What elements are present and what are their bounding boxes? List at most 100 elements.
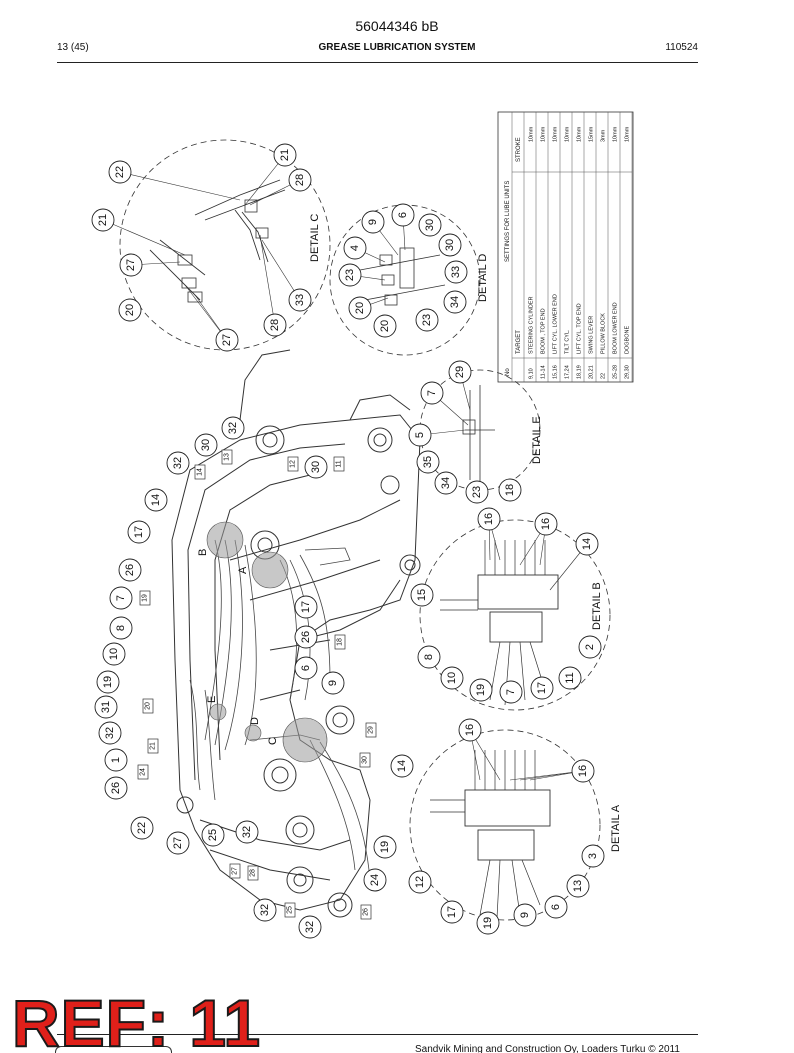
callout-circle (465, 480, 489, 504)
table-cell-stroke: 10mm (577, 126, 583, 142)
callout-detail-a: 17 (440, 900, 464, 924)
leader-line (102, 219, 186, 256)
callout-circle (288, 168, 312, 192)
callout-circle (440, 900, 464, 924)
callout-circle (104, 776, 128, 800)
callout-main: 32 (166, 451, 190, 475)
callout-number: 7 (115, 595, 127, 601)
detail-e-caption: DETAIL E (531, 416, 543, 464)
table-col-stroke: STROKE (516, 137, 522, 162)
number-tag: 12 (287, 456, 299, 472)
callout-main: 32 (298, 915, 322, 939)
callout-number: 17 (446, 906, 458, 918)
callout-circle (273, 143, 297, 167)
table-cell-target: STEERING CYLINDER (529, 297, 535, 354)
callout-circle (166, 831, 190, 855)
table-cell-no: 17,24 (565, 365, 571, 379)
table-col-no: No (505, 368, 511, 376)
callout-detail-d: 23 (338, 263, 362, 287)
callout-circle (391, 203, 415, 227)
callout-detail-c: 33 (288, 288, 312, 312)
callout-circle (288, 288, 312, 312)
callout-number: 32 (241, 826, 253, 838)
number-tag: 13 (221, 449, 233, 465)
callout-detail-d: 6 (391, 203, 415, 227)
callout-circle (109, 586, 133, 610)
header-rule (57, 62, 698, 63)
footer-rule (57, 1034, 698, 1035)
number-tag: 28 (247, 865, 259, 881)
callout-circle (194, 433, 218, 457)
table-cell-target: BOOM LOWER END (613, 302, 619, 354)
callout-circle (235, 820, 259, 844)
callout-main: 30 (194, 433, 218, 457)
callout-circle (109, 616, 133, 640)
callout-number: 12 (414, 876, 426, 888)
number-tag-box (229, 863, 241, 879)
number-tag: 26 (360, 904, 372, 920)
callout-main: 17 (294, 595, 318, 619)
callout-circle (499, 680, 523, 704)
detail-letter-c: C (267, 737, 279, 745)
callout-number: 20 (124, 304, 136, 316)
callout-number: 23 (344, 269, 356, 281)
callout-number: 6 (397, 212, 409, 218)
callout-main: 22 (130, 816, 154, 840)
callout-number: 6 (550, 904, 562, 910)
callout-main: 27 (166, 831, 190, 855)
detail-a-view (409, 729, 601, 921)
table-cell-stroke: 10mm (541, 126, 547, 142)
callout-number: 10 (446, 672, 458, 684)
number-tag-box (194, 464, 206, 480)
callout-main: 6 (294, 656, 318, 680)
pivot-bearings (176, 425, 421, 918)
table-cell-no: 22 (601, 373, 607, 379)
callout-detail-b: 15 (410, 583, 434, 607)
callout-number: 4 (349, 245, 361, 251)
callout-number: 9 (327, 680, 339, 686)
table-heading: SETTINGS FOR LUBE UNITS (505, 181, 511, 262)
detail-d-caption: DETAIL D (477, 254, 489, 302)
company-logo (55, 1046, 172, 1053)
callout-detail-c: 22 (108, 160, 132, 184)
callout-detail-e: 29 (448, 360, 472, 384)
number-tag: 19 (139, 590, 151, 606)
lube-unit-a (251, 551, 289, 589)
callout-detail-d: 20 (373, 314, 397, 338)
callout-detail-a: 16 (458, 718, 482, 742)
callout-number: 19 (102, 676, 114, 688)
callout-main: 25 (201, 823, 225, 847)
number-tag: 29 (365, 722, 377, 738)
callout-number: 26 (110, 782, 122, 794)
callout-circle (469, 678, 493, 702)
callout-circle (476, 911, 500, 935)
callout-detail-a: 13 (566, 874, 590, 898)
callout-main: 32 (253, 898, 277, 922)
callout-number: 19 (475, 684, 487, 696)
callout-number: 14 (396, 760, 408, 772)
number-tag-text: 18 (337, 638, 344, 646)
callout-circle (534, 512, 558, 536)
ref-stamp: REF: 11 (11, 985, 262, 1053)
callout-main: 19 (373, 835, 397, 859)
callout-circle (444, 260, 468, 284)
callout-number: 16 (577, 765, 589, 777)
callout-circle (415, 308, 439, 332)
number-tag-box (221, 449, 233, 465)
callout-number: 19 (379, 841, 391, 853)
detail-a-caption: DETAIL A (610, 804, 622, 852)
callout-number: 31 (100, 701, 112, 713)
leader-line (259, 234, 276, 326)
callout-detail-d: 23 (415, 308, 439, 332)
callout-number: 13 (572, 880, 584, 892)
callout-circle (417, 645, 441, 669)
callout-circle (294, 656, 318, 680)
table-cell-stroke: 10mm (565, 126, 571, 142)
callout-circle (108, 160, 132, 184)
table-cell-stroke: 3mm (601, 129, 607, 142)
number-tag-box (365, 722, 377, 738)
callout-number: 2 (584, 644, 596, 650)
callout-circle (221, 416, 245, 440)
number-tag-text: 24 (140, 768, 147, 776)
callout-number: 22 (136, 822, 148, 834)
